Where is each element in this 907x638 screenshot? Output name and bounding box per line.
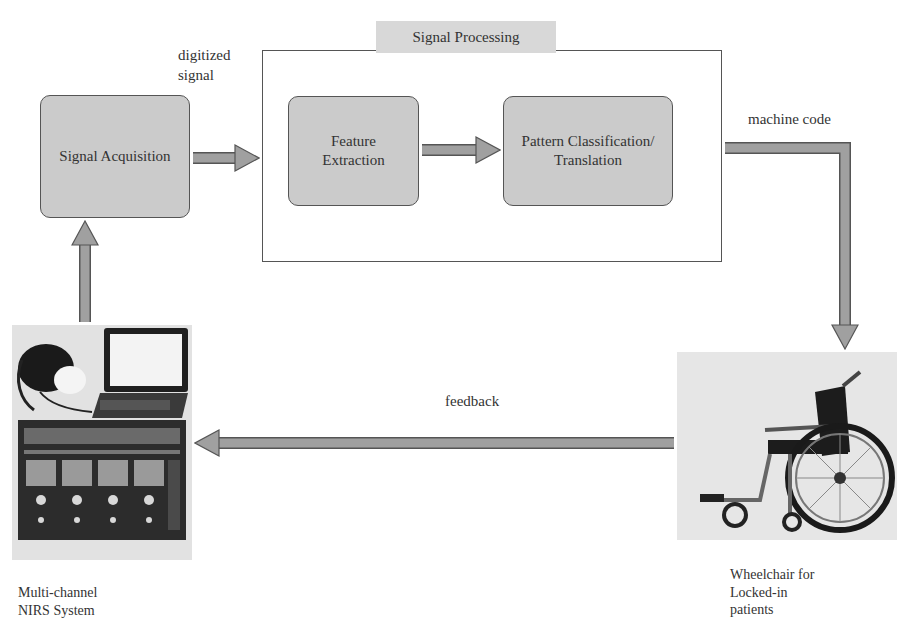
photo-caption: Multi-channel NIRS System [18, 584, 122, 619]
wheelchair-node: Wheelchair for Locked-in patients [677, 352, 897, 540]
acquisition-box: Signal Acquisition [40, 95, 190, 218]
panel-heading: Signal Processing [376, 21, 556, 53]
process-box: Feature Extraction [288, 96, 419, 206]
arrow-outline [193, 152, 237, 164]
box-label: Feature Extraction [299, 132, 408, 170]
arrow-outline [725, 148, 845, 327]
processing-frame: Signal ProcessingFeature ExtractionPatte… [262, 50, 722, 262]
flow-arrow [422, 150, 478, 151]
flow-arrow [193, 158, 237, 159]
photo-caption: Wheelchair for Locked-in patients [730, 566, 822, 619]
flow-arrow [217, 443, 674, 444]
arrow-body [81, 243, 90, 322]
arrow-outline [79, 243, 91, 322]
flow-arrow [85, 243, 86, 322]
edge-label: feedback [443, 392, 501, 412]
box-label: Pattern Classification/ Translation [514, 132, 662, 170]
flow-arrow [725, 148, 845, 327]
process-box: Pattern Classification/ Translation [503, 96, 673, 206]
arrow-body [193, 154, 237, 163]
nirs-node: Multi-channel NIRS System [12, 325, 192, 560]
box-label: Signal Acquisition [59, 147, 170, 166]
nirs-system-photo [12, 325, 192, 560]
arrow-outline [422, 144, 478, 156]
arrow-body [422, 146, 478, 155]
arrow-body [217, 439, 674, 448]
edge-label: machine code [746, 110, 833, 130]
edge-label: digitized signal [176, 46, 246, 85]
arrow-body [725, 148, 845, 327]
arrow-outline [217, 437, 674, 449]
wheelchair-photo [677, 352, 897, 540]
